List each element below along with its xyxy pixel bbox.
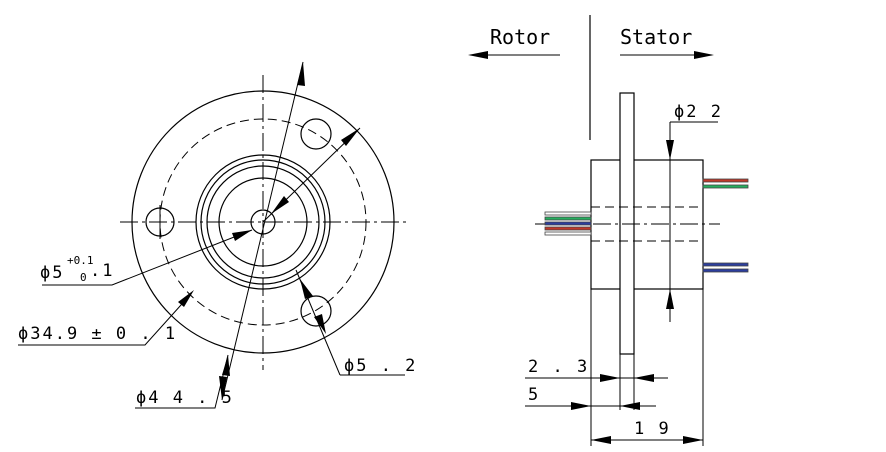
arrow-length-l [591, 436, 611, 444]
mount-hole-top [300, 118, 332, 150]
outer-flange-circle [131, 90, 395, 354]
label-outer-dim: ϕ4 4 . 5 [136, 388, 234, 408]
arrow-bore-upper [341, 128, 360, 146]
arrow-hole-b [314, 314, 326, 334]
diag-leader-upper [221, 61, 304, 401]
leader-bore-dim [42, 229, 253, 286]
body-circle-outer [195, 154, 331, 290]
label-length: 1 9 [634, 419, 671, 439]
arrow-stator-dia-top [666, 140, 674, 160]
rotor-arrow-head [468, 51, 488, 59]
rotor-wires [544, 211, 592, 236]
label-bore-dim: ϕ5 [40, 263, 65, 283]
label-flange-pos: 5 [528, 385, 540, 405]
bore-shoulder-circle [218, 177, 308, 267]
stator-arrow-head [694, 51, 714, 59]
arrow-bore-inner [271, 196, 289, 214]
arrow-mid-dim [178, 290, 194, 307]
label-bore-tol-trail: .1 [90, 261, 114, 281]
arrow-flange-pos-l [571, 402, 591, 410]
stator-wires-top [702, 178, 749, 189]
label-flange-thk: 2 . 3 [528, 357, 589, 377]
side-view: Rotor Stator [468, 15, 749, 446]
arrow-flange-pos-r [620, 402, 640, 410]
arrow-bore-dim [232, 230, 252, 241]
arrow-diag-top [297, 62, 305, 86]
label-hole-dim: ϕ5 . 2 [344, 356, 417, 376]
arrow-outer-dim [222, 355, 230, 376]
label-mid-dim: ϕ34.9 ± 0 . 1 [18, 324, 177, 344]
body-circle-3 [206, 165, 320, 279]
mount-hole-bottom [300, 295, 332, 327]
body-circle-2 [200, 159, 326, 285]
leader-mid-dim [18, 294, 191, 346]
arrow-length-r [683, 436, 703, 444]
arrow-stator-dia-bottom [666, 289, 674, 309]
label-bore-tol-upper: +0.1 [67, 254, 94, 267]
arrow-hole-a [300, 279, 313, 299]
label-bore-tol-lower: 0 [80, 271, 87, 284]
label-stator: Stator [620, 25, 692, 49]
arrow-flange-thk-l [600, 374, 620, 382]
front-view: ϕ5 +0.1 0 .1 ϕ34.9 ± 0 . 1 ϕ4 4 . 5 ϕ5 .… [18, 61, 417, 409]
stator-wires-bottom [702, 262, 749, 273]
label-rotor: Rotor [490, 25, 550, 49]
bore-circle [250, 209, 276, 235]
arrow-flange-thk-r [634, 374, 654, 382]
label-stator-dia: ϕ2 2 [674, 102, 723, 122]
